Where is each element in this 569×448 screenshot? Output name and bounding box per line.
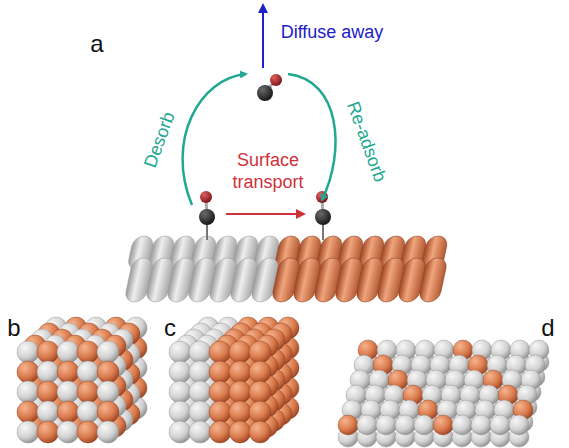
atom-sphere [229, 361, 251, 383]
atom-sphere [77, 361, 99, 383]
atom-sphere [57, 401, 79, 423]
label-text: Diffuse away [281, 22, 384, 44]
atom-sphere [17, 401, 39, 423]
label-text: d [541, 314, 554, 343]
atom-sphere [97, 381, 119, 403]
atom-sphere [17, 421, 39, 443]
atom-sphere [189, 381, 211, 403]
atom-sphere [57, 421, 79, 443]
carbon-atom [199, 209, 215, 225]
label-text: c [164, 314, 176, 343]
atom-sphere [249, 341, 271, 363]
atom-sphere [249, 421, 271, 443]
atom-sphere [229, 401, 251, 423]
atom-sphere [37, 361, 59, 383]
alloy-cube [17, 317, 147, 443]
surface-slab [124, 236, 449, 302]
cylinder-row [124, 258, 448, 302]
diffuse-arrow [262, 6, 264, 68]
atom-sphere [97, 361, 119, 383]
single-atom-slab [338, 340, 549, 447]
copper-cylinder [418, 258, 448, 302]
atom-sphere [395, 415, 415, 435]
atom-sphere [376, 415, 396, 435]
oxygen-atom [270, 74, 282, 86]
atom-sphere [169, 421, 191, 443]
atom-sphere [169, 401, 191, 423]
atom-sphere [37, 421, 59, 443]
carbon-atom [315, 209, 331, 225]
atom-sphere [471, 415, 491, 435]
atom-sphere [229, 381, 251, 403]
atom-sphere [249, 381, 271, 403]
atom-sphere [57, 361, 79, 383]
atom-sphere [490, 415, 510, 435]
atom-sphere [57, 341, 79, 363]
atom-sphere [229, 341, 251, 363]
atom-sphere [189, 401, 211, 423]
atom-sphere [57, 381, 79, 403]
atom-sphere [97, 401, 119, 423]
atom-sphere [209, 341, 231, 363]
atom-sphere [37, 401, 59, 423]
atom-sphere [509, 415, 529, 435]
atom-sphere [17, 341, 39, 363]
label-text: Desorb [140, 109, 180, 171]
carbon-atom [257, 85, 273, 101]
atom-sphere [17, 361, 39, 383]
atom-sphere [414, 415, 434, 435]
atom-sphere [452, 415, 472, 435]
atom-sphere [249, 401, 271, 423]
label-text: a [90, 30, 103, 59]
label-text: Surface transport [220, 150, 316, 193]
atom-sphere [209, 361, 231, 383]
atom-sphere [17, 381, 39, 403]
atom-sphere [189, 361, 211, 383]
atom-sphere [37, 381, 59, 403]
atom-sphere [189, 421, 211, 443]
atom-sphere [433, 415, 453, 435]
atom-sphere [97, 341, 119, 363]
atom-sphere [209, 421, 231, 443]
co-molecules [199, 74, 331, 240]
atom-sphere [77, 421, 99, 443]
atom-sphere [209, 381, 231, 403]
atom-sphere [338, 415, 358, 435]
atom-sphere [229, 421, 251, 443]
atom-sphere [189, 341, 211, 363]
atom-sphere [169, 341, 191, 363]
atom-sphere [77, 341, 99, 363]
janus-cube [169, 317, 299, 443]
atom-sphere [77, 401, 99, 423]
atom-sphere [209, 401, 231, 423]
atom-sphere [77, 381, 99, 403]
label-text: Re-adsorb [341, 99, 390, 185]
label-text: b [7, 314, 20, 343]
atom-sphere [37, 341, 59, 363]
atom-sphere [249, 361, 271, 383]
atom-sphere [357, 415, 377, 435]
oxygen-atom [200, 191, 212, 203]
atom-sphere [169, 381, 191, 403]
atom-sphere [97, 421, 119, 443]
transport-arrow [226, 213, 303, 215]
atom-sphere [169, 361, 191, 383]
